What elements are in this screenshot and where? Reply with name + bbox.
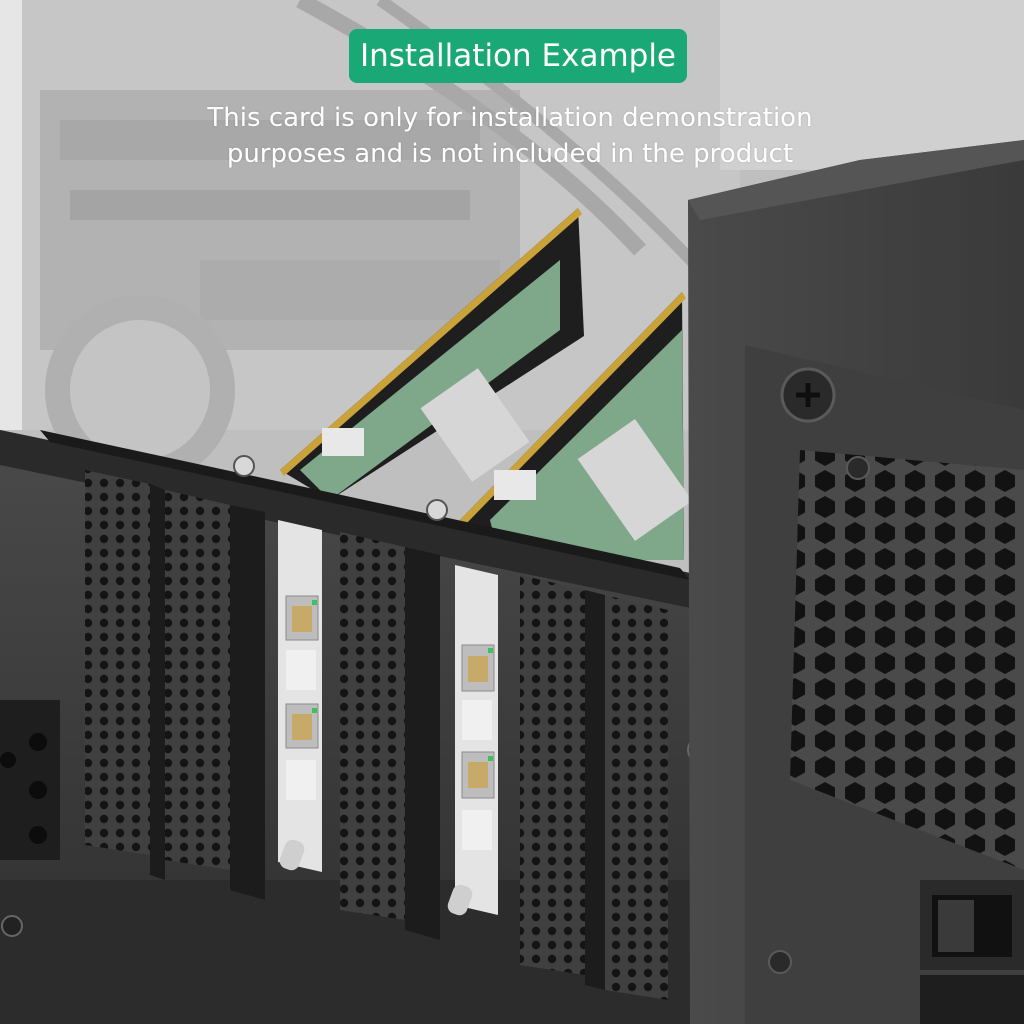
network-card-bracket-1	[278, 520, 322, 872]
rear-expansion-panel	[0, 430, 717, 1024]
caption-line-2: purposes and is not included in the prod…	[226, 139, 794, 169]
caption-line-1: This card is only for installation demon…	[207, 103, 813, 133]
installation-example-badge: Installation Example	[349, 29, 687, 83]
case-side-psu	[688, 140, 1024, 1024]
demo-disclaimer-caption: This card is only for installation demon…	[180, 100, 840, 172]
network-card-upper	[280, 208, 693, 560]
network-card-bracket-2	[447, 565, 498, 916]
